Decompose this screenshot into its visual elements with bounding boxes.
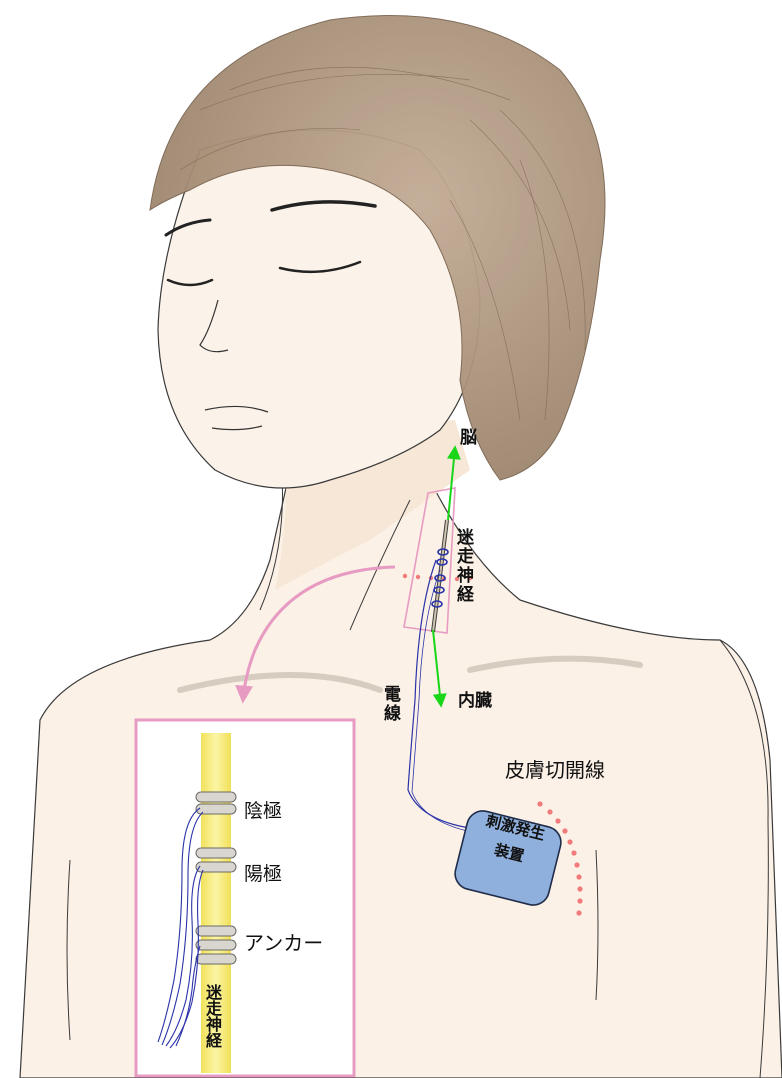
torso-shape [20,470,782,1078]
cathode-label: 陰極 [244,802,282,821]
vagus-nerve-label: 迷走神経 [454,528,471,604]
inset-panel [136,720,354,1076]
viscera-label: 内臓 [458,693,492,710]
inset-vagus-nerve-label: 迷走神経 [204,984,220,1048]
anode-label: 陽極 [244,865,282,884]
anchor-label: アンカー [244,933,323,953]
electrode-wire-label: 電線 [381,685,398,723]
brain-label: 脳 [460,430,477,447]
skin-incision-label: 皮膚切開線 [505,760,605,780]
